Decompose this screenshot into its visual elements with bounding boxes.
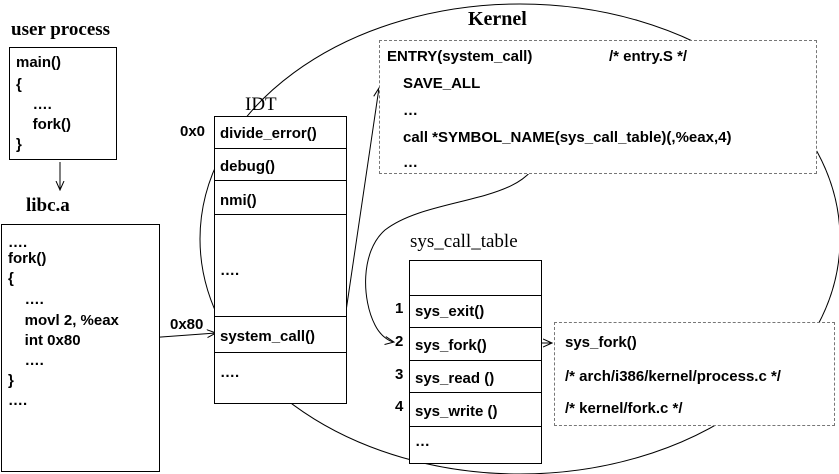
entry-system-call-box: ENTRY(system_call) /* entry.S */ SAVE_AL…	[379, 40, 817, 174]
libc-line: ….	[8, 392, 28, 409]
libc-line: ….	[8, 291, 44, 308]
entry-line: SAVE_ALL	[403, 75, 481, 92]
user-process-line: ….	[16, 96, 52, 113]
user-process-line: fork()	[16, 116, 71, 133]
idt-entry: ….	[215, 215, 346, 317]
sys-call-entry: sys_write ()	[410, 393, 541, 427]
user-process-line: main()	[16, 54, 61, 71]
libc-line: int 0x80	[8, 332, 81, 349]
idt-table: divide_error() debug() nmi() …. system_c…	[214, 116, 347, 404]
idt-entry: nmi()	[215, 181, 346, 215]
idt-entry: ….	[220, 364, 240, 381]
entry-line: …	[403, 102, 418, 119]
libc-line: ….	[8, 234, 28, 251]
idt-title: IDT	[245, 94, 277, 115]
user-process-title: user process	[11, 19, 111, 40]
entry-line: ENTRY(system_call)	[387, 48, 533, 65]
sys-call-entry: sys_exit()	[410, 296, 541, 328]
idt-entry-system-call: system_call()	[215, 317, 346, 353]
libc-title: libc.a	[26, 195, 70, 216]
entry-comment: /* entry.S */	[609, 48, 688, 65]
kernel-boundary	[199, 3, 839, 474]
sys-call-entry: sys_read ()	[410, 361, 541, 393]
sys-call-entry	[410, 261, 541, 296]
sys-fork-path: /* arch/i386/kernel/process.c */	[565, 368, 781, 385]
sys-call-number: 2	[395, 333, 404, 350]
idt-entry: debug()	[215, 149, 346, 181]
sys-fork-path: /* kernel/fork.c */	[565, 400, 683, 417]
libc-line: {	[8, 270, 14, 287]
sys-call-entry: …	[415, 433, 430, 450]
libc-line: }	[8, 372, 14, 389]
user-process-box: main() { …. fork() }	[9, 47, 117, 160]
user-process-line: }	[16, 136, 22, 153]
libc-line: fork()	[8, 250, 47, 267]
sys-call-entry-fork: sys_fork()	[410, 328, 541, 361]
entry-line: …	[403, 154, 418, 171]
kernel-title: Kernel	[468, 8, 527, 30]
idt-entry: divide_error()	[215, 117, 346, 149]
sys-fork-definition-box: sys_fork() /* arch/i386/kernel/process.c…	[554, 322, 835, 426]
entry-line: call *SYMBOL_NAME(sys_call_table)(,%eax,…	[403, 129, 732, 146]
user-process-line: {	[16, 76, 22, 93]
arrow-system-call-to-entry	[344, 88, 379, 319]
libc-line: ….	[8, 352, 44, 369]
sys-call-number: 3	[395, 366, 404, 383]
arrow-call-to-sys-call-table	[365, 152, 541, 342]
sys-call-table-title: sys_call_table	[410, 231, 518, 252]
libc-box: …. fork() { …. movl 2, %eax int 0x80 …. …	[1, 224, 160, 472]
sys-call-number: 1	[395, 300, 404, 317]
libc-line: movl 2, %eax	[8, 312, 119, 329]
sys-call-number: 4	[395, 398, 404, 415]
sys-fork-line: sys_fork()	[565, 334, 637, 351]
idt-label-0x0: 0x0	[180, 123, 206, 140]
idt-label-0x80: 0x80	[170, 316, 204, 333]
sys-call-table: sys_exit() sys_fork() sys_read () sys_wr…	[409, 260, 542, 464]
